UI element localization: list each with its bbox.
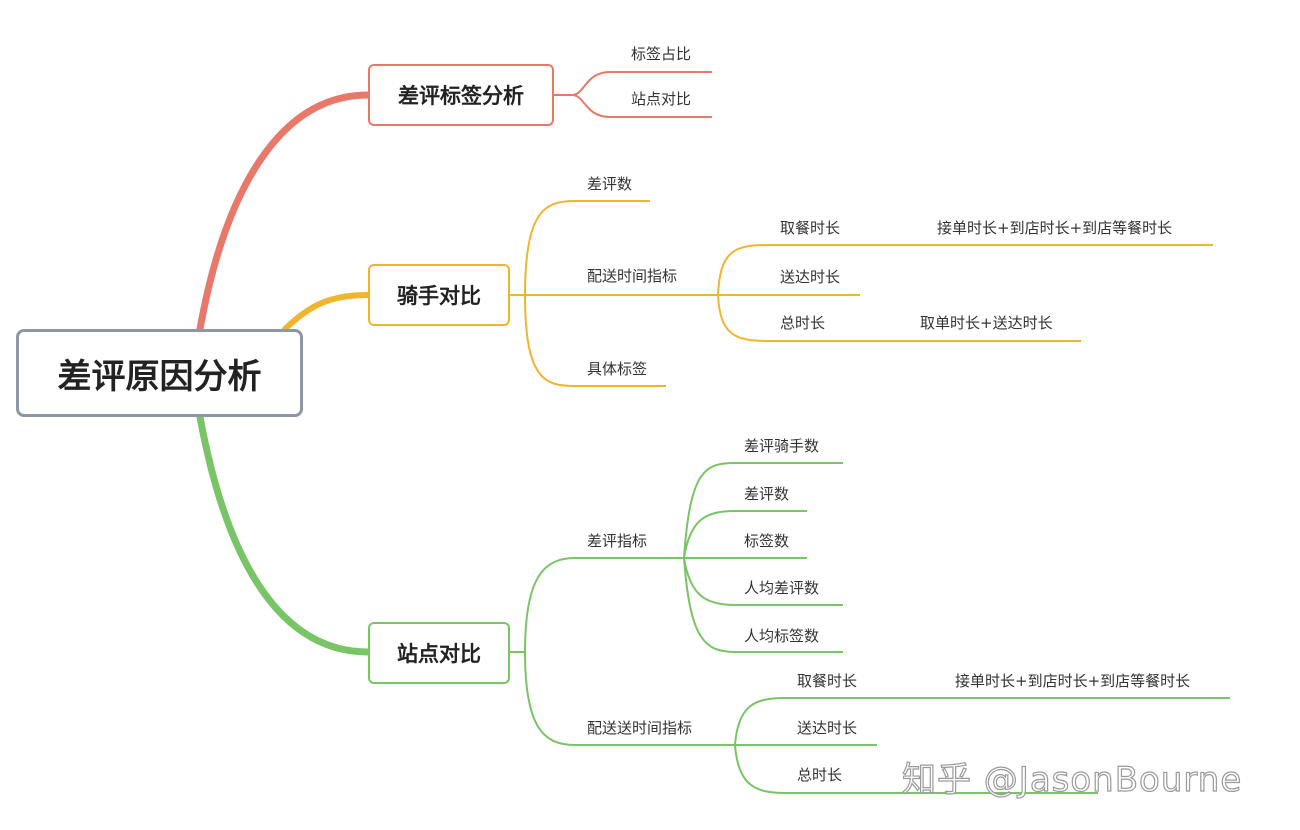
connector-root-yellow [282, 292, 371, 332]
yellow-grandchild-1[interactable]: 取餐时长 [780, 219, 841, 237]
yellow-grandchild-2[interactable]: 送达时长 [780, 268, 841, 286]
green-grandchild-5[interactable]: 人均标签数 [744, 627, 820, 645]
green-grandchild-1[interactable]: 差评骑手数 [744, 437, 820, 455]
watermark: 知乎 @JasonBourne [901, 759, 1243, 800]
green-grandchild-4[interactable]: 人均差评数 [744, 579, 820, 597]
connector-root-green [196, 413, 372, 656]
green-greatgrandchild-6[interactable]: 接单时长+到店时长+到店等餐时长 [955, 672, 1191, 690]
root-node[interactable]: 差评原因分析 [16, 329, 303, 417]
green-grandchild-8[interactable]: 总时长 [797, 766, 843, 784]
yellow-child-3[interactable]: 具体标签 [587, 360, 648, 378]
green-child-1[interactable]: 差评指标 [587, 532, 648, 550]
green-child-2[interactable]: 配送送时间指标 [587, 719, 693, 737]
branch-label-red: 差评标签分析 [398, 84, 524, 108]
yellow-greatgrandchild-3[interactable]: 取单时长+送达时长 [920, 314, 1053, 332]
yellow-child-1[interactable]: 差评数 [587, 175, 633, 193]
root-label: 差评原因分析 [57, 356, 262, 397]
red-subconnectors [554, 71, 712, 118]
green-grandchild-3[interactable]: 标签数 [744, 532, 790, 550]
branch-node-red[interactable]: 差评标签分析 [368, 64, 554, 126]
red-child-2[interactable]: 站点对比 [631, 90, 692, 108]
green-subconnectors [510, 462, 1230, 794]
branch-node-yellow[interactable]: 骑手对比 [368, 264, 510, 326]
yellow-greatgrandchild-1[interactable]: 接单时长+到店时长+到店等餐时长 [937, 219, 1173, 237]
yellow-grandchild-3[interactable]: 总时长 [780, 314, 826, 332]
connector-root-red [196, 91, 372, 333]
green-grandchild-7[interactable]: 送达时长 [797, 719, 858, 737]
green-grandchild-6[interactable]: 取餐时长 [797, 672, 858, 690]
red-child-1[interactable]: 标签占比 [631, 45, 692, 63]
branch-label-yellow: 骑手对比 [397, 284, 481, 308]
branch-label-green: 站点对比 [397, 642, 481, 666]
yellow-child-2[interactable]: 配送时间指标 [587, 267, 678, 285]
green-grandchild-2[interactable]: 差评数 [744, 485, 790, 503]
yellow-subconnectors [510, 200, 1213, 387]
branch-node-green[interactable]: 站点对比 [368, 622, 510, 684]
